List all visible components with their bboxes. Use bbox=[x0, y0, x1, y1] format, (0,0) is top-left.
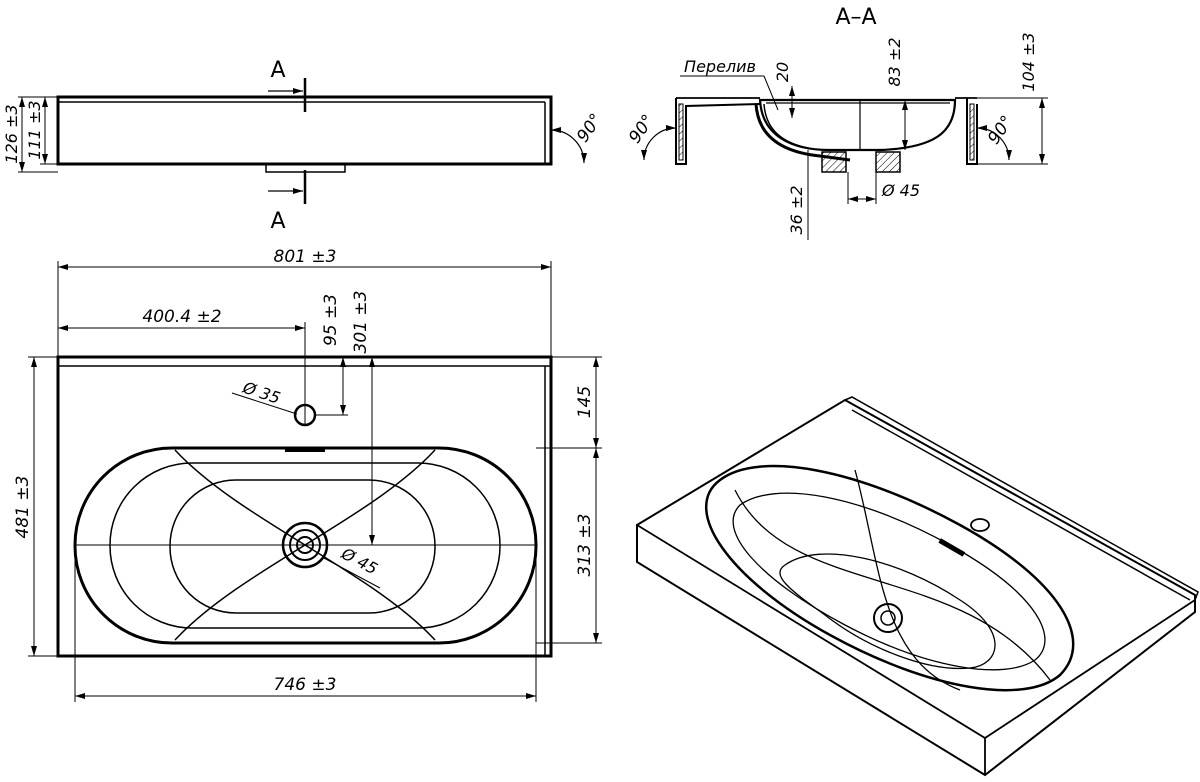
overflow-channel-inner bbox=[763, 103, 821, 151]
side-view: A A 126 ±3 111 ±3 90° bbox=[2, 58, 607, 234]
dim-width-total: 801 ±3 bbox=[274, 247, 337, 267]
side-body-outline bbox=[56, 95, 553, 166]
iso-bowl-middle bbox=[732, 492, 1046, 671]
section-right-wall-hatch bbox=[969, 103, 975, 161]
dim-drain-y: 301 ±3 bbox=[351, 291, 371, 354]
drain-block-left bbox=[821, 151, 847, 173]
iso-outline bbox=[636, 398, 1196, 777]
plan-drain-outer bbox=[281, 521, 329, 569]
dim-tap-hole-dia: Ø 35 bbox=[240, 378, 283, 408]
iso-back-ledge bbox=[844, 396, 1199, 601]
overflow-leader bbox=[763, 75, 779, 111]
dim-center-offset: 400.4 ±2 bbox=[142, 307, 221, 327]
dim-angle-left: 90° bbox=[625, 111, 659, 147]
dim-bowl-width: 746 ±3 bbox=[274, 675, 337, 695]
section-left-wall-hatch bbox=[678, 103, 684, 161]
section-view: A–A Перелив 20 83 ±2 104 ±3 bbox=[625, 5, 1048, 240]
iso-drain-inner bbox=[880, 610, 896, 626]
section-title: A–A bbox=[835, 5, 876, 30]
dim-angle-right: 90° bbox=[984, 112, 1018, 148]
plan-drain-inner bbox=[296, 536, 314, 554]
dim-angle-side: 90° bbox=[573, 110, 607, 146]
iso-bowl-curve bbox=[854, 469, 961, 691]
dim-drain-dia-plan: Ø 45 bbox=[337, 543, 380, 578]
iso-drain-outer bbox=[873, 603, 903, 633]
angle-arc-side bbox=[550, 127, 587, 164]
dim-tap-hole-y: 95 ±3 bbox=[321, 294, 341, 346]
dim-back-ledge: 145 bbox=[575, 386, 595, 418]
dim-bowl-depth: 83 ±2 bbox=[885, 37, 904, 86]
dim-bowl-length: 313 ±3 bbox=[575, 514, 595, 577]
overflow-label: Перелив bbox=[684, 57, 756, 76]
drain-block-right bbox=[875, 151, 901, 173]
iso-top-front-edge bbox=[636, 524, 1196, 740]
iso-bowl-outer bbox=[705, 464, 1075, 692]
plan-drain-middle bbox=[289, 529, 321, 561]
section-bowl-outline bbox=[758, 98, 957, 152]
plan-view: Ø 35 Ø 45 801 ±3 400.4 ±2 95 ±3 301 ±3 1… bbox=[13, 247, 602, 702]
leader-drain bbox=[321, 556, 381, 589]
cut-label-bottom: A bbox=[270, 209, 285, 234]
iso-back-ledge-inner bbox=[851, 409, 1191, 601]
iso-bowl-inner bbox=[779, 553, 996, 670]
isometric-view bbox=[636, 396, 1199, 777]
section-left-wall bbox=[675, 98, 761, 165]
angle-arc-right bbox=[976, 125, 1012, 161]
iso-tap-hole bbox=[970, 518, 990, 532]
plan-overflow-slot bbox=[285, 447, 325, 452]
dim-height-body: 111 ±3 bbox=[25, 100, 44, 159]
leader-tap-hole bbox=[231, 392, 298, 415]
angle-arc-left bbox=[641, 125, 677, 161]
overflow-channel bbox=[754, 103, 851, 162]
dim-depth-total: 481 ±3 bbox=[13, 476, 33, 539]
plan-bowl-inner bbox=[169, 479, 436, 614]
dim-section-height: 104 ±3 bbox=[1019, 32, 1038, 91]
iso-overflow-slot bbox=[938, 538, 966, 557]
dim-drain-dia-section: Ø 45 bbox=[881, 181, 920, 200]
dim-overflow-depth: 20 bbox=[773, 62, 792, 82]
dim-drain-height: 36 ±2 bbox=[787, 185, 806, 234]
cut-label-top: A bbox=[270, 58, 285, 83]
dim-height-total: 126 ±3 bbox=[2, 104, 21, 163]
iso-bowl-curve bbox=[734, 489, 1051, 681]
